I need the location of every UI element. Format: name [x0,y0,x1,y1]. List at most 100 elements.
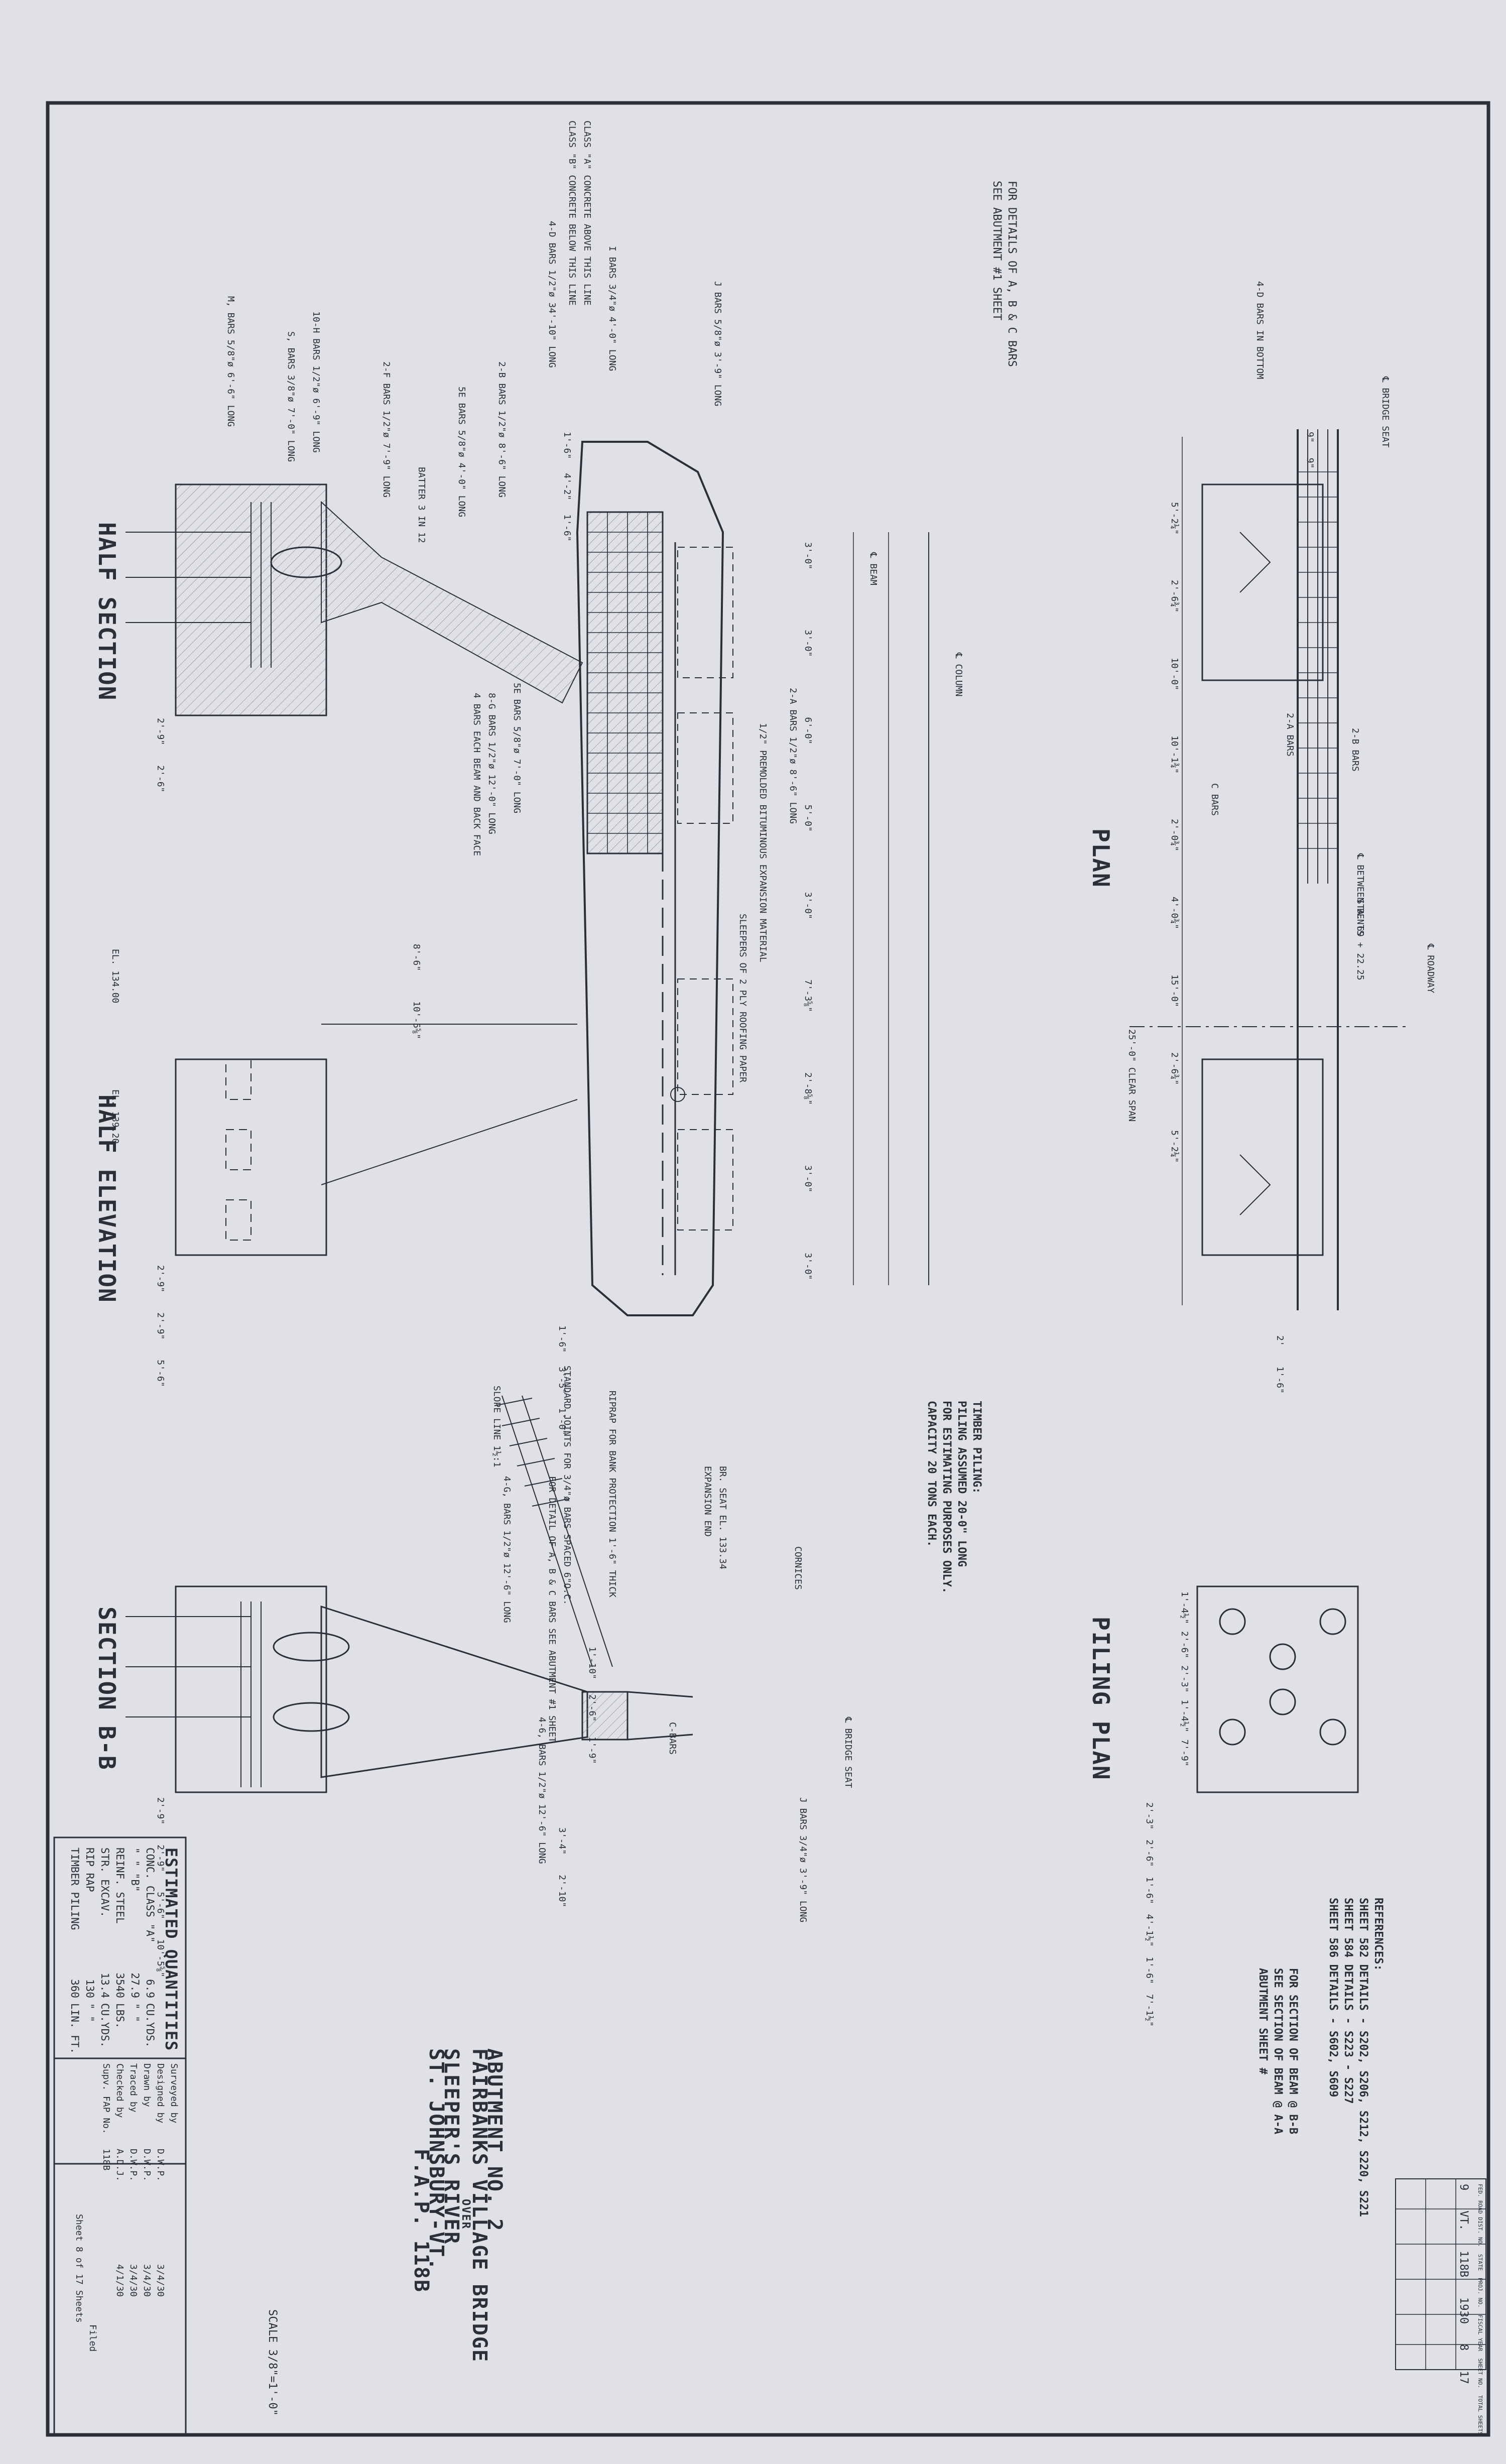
beam-note-1: FOR SECTION OF BEAM @ B-B [1287,1968,1299,2135]
dim: 9" [1305,432,1315,443]
signature-label: Checked by [114,2063,125,2118]
dim: 3'-4" [557,1827,567,1855]
dim: 2'-6¾" [1169,1052,1180,1085]
bar-note: BR. SEAT EL. 133.34 [717,1466,728,1569]
dim: 1'-6" [1275,1366,1285,1394]
dim: 2'-6" [1179,1631,1190,1659]
dim: 5'-6" [155,1892,166,1919]
dim: 3'-5" [557,1367,567,1394]
quantity-unit: " " [84,2003,96,2022]
beam-section-note: FOR SECTION OF BEAM @ B-B SEE SECTION OF… [1255,1968,1300,2134]
abc-note-1: FOR DETAILS OF A, B & C BARS [1006,181,1018,367]
signature-label: Drawn by [142,2063,152,2107]
signature-value [167,2149,181,2264]
references-heading: REFERENCES: [1372,1898,1385,1971]
header-label: TOTAL SHEETS [1477,2395,1483,2435]
filed-label: Filed [87,2324,98,2352]
dim: 2'-0¾" [1169,818,1180,851]
timber-piling-note: TIMBER PILING: PILING ASSUMED 20-0" LONG… [924,1401,984,1593]
sheet-count: Sheet 8 of 17 Sheets [74,2214,84,2323]
dim: 3'-0" [803,1165,813,1193]
bar-note: ℄ BEAM [868,552,878,585]
dim: 2'-6" [1144,1839,1155,1867]
main-width-dims: 8'-6" 10'-5⅝" [411,944,422,1039]
bar-note: 5E BARS 5/8"ø 4'-0" LONG [456,387,467,518]
bar-note: RIPRAP FOR BANK PROTECTION 1'-6" THICK [607,1391,617,1597]
quantity-item: " " "B" [129,1847,141,1892]
dim: 5'-6" [155,1360,166,1387]
bar-note: EL. 134.00 [110,949,120,1004]
bar-note: CORNICES [793,1546,803,1590]
bar-note: ℄ ROADWAY [1425,944,1436,994]
half-section [126,483,583,716]
signature-row: Surveyed by [167,2063,181,2352]
header-cell: 9 [1457,2184,1470,2191]
header-cell: 1930 [1457,2297,1470,2324]
dim: 2'-6¾" [1169,580,1180,613]
dim: 1'-6" [1144,1956,1155,1984]
plan-view [1130,429,1406,1310]
dim: 4'-1½" [1144,1914,1155,1947]
bar-note: 4-6, BARS 1/2"ø 12'-6" LONG [537,1717,547,1864]
dim: 2'-9" [155,1844,166,1872]
bar-note: I BARS 3/4"ø 4'-0" LONG [607,246,617,372]
quantity-qty: 13.4 [99,1973,111,1998]
bar-note: ℄ COLUMN [953,653,964,697]
dim: 2'-9" [155,1312,166,1340]
dim: 2'-3" [1179,1665,1190,1693]
quantity-item: STR. EXCAV. [99,1847,111,1918]
half-elevation-footing [175,1024,578,1256]
quantity-item: REINF. STEEL [114,1847,126,1924]
dim: 1'-0" [557,1408,567,1435]
reference-line-3: SHEET 586 DETAILS - S602, S609 [1327,1898,1339,2098]
dim: 1'-10" [587,1647,597,1680]
quantity-qty: 3540 [114,1973,126,1998]
beam-note-2: SEE SECTION OF BEAM @ A-A [1272,1968,1284,2135]
signature-value: D.W.P. [128,2149,139,2182]
bar-note: 4-D BARS IN BOTTOM [1254,281,1265,380]
signature-value: D.W.P. [155,2149,166,2182]
header-label: PROJ. NO. [1477,2277,1483,2308]
dim: 2'-9" [155,718,166,746]
dim: 10'-5⅝" [411,1001,422,1040]
dim: 8'-6" [411,944,422,971]
bar-note: J BARS 5/8"ø 3'-9" LONG [712,281,723,407]
signature-row: Supv. FAP No. 118B [99,2063,113,2352]
piling-dims: 1'-4½" 2'-6" 2'-3" 1'-4½" 7'-9" [1179,1591,1190,1767]
piling-plan-title: PILING PLAN [1087,1617,1114,1781]
bar-note: 4 BARS EACH BEAM AND BACK FACE [471,693,482,856]
scale-note: SCALE 3/8"=1'-0" [266,2309,279,2416]
dim: 2'-10" [557,1875,567,1908]
header-label: SHEET NO. [1477,2358,1483,2389]
dim: 10'-5⅝" [155,1939,166,1978]
dim: 10'-1¾" [1169,735,1180,774]
signature-label: Supv. FAP No. [101,2063,111,2134]
dim: 3'-0" [803,892,813,919]
dim: 3'-0" [803,630,813,657]
signature-value: 118B [101,2149,111,2171]
bar-note: S, BARS 3/8"ø 7'-0" LONG [286,331,296,462]
bar-note: SLOPE LINE 1½:1 [491,1386,502,1467]
dim: 3'-0" [803,1253,813,1280]
bar-note: 25'-0" CLEAR SPAN [1126,1029,1137,1122]
dim: 1'-9" [587,1737,597,1764]
abc-bars-note: FOR DETAILS OF A, B & C BARS SEE ABUTMEN… [989,181,1019,367]
dim: 2'-3" [1144,1802,1155,1830]
dim: 7'-3⅝" [803,979,813,1012]
quantity-item: RIP RAP [84,1847,96,1892]
half-section-title: HALF SECTION [93,522,120,701]
signature-box [53,2057,187,2436]
title-line-2: FAIRBANKS VILLAGE BRIDGE [468,2048,491,2363]
bar-note: 8-G BARS 1/2"ø 12'-0" LONG [486,693,497,834]
dim: 15'-0" [1169,974,1180,1008]
bar-note: 4-D BARS 1/2"ø 34'-10" LONG [547,221,557,368]
header-box [1395,2178,1486,2370]
plan-dims-bottom: 2' 1'-6" [1275,1335,1285,1394]
